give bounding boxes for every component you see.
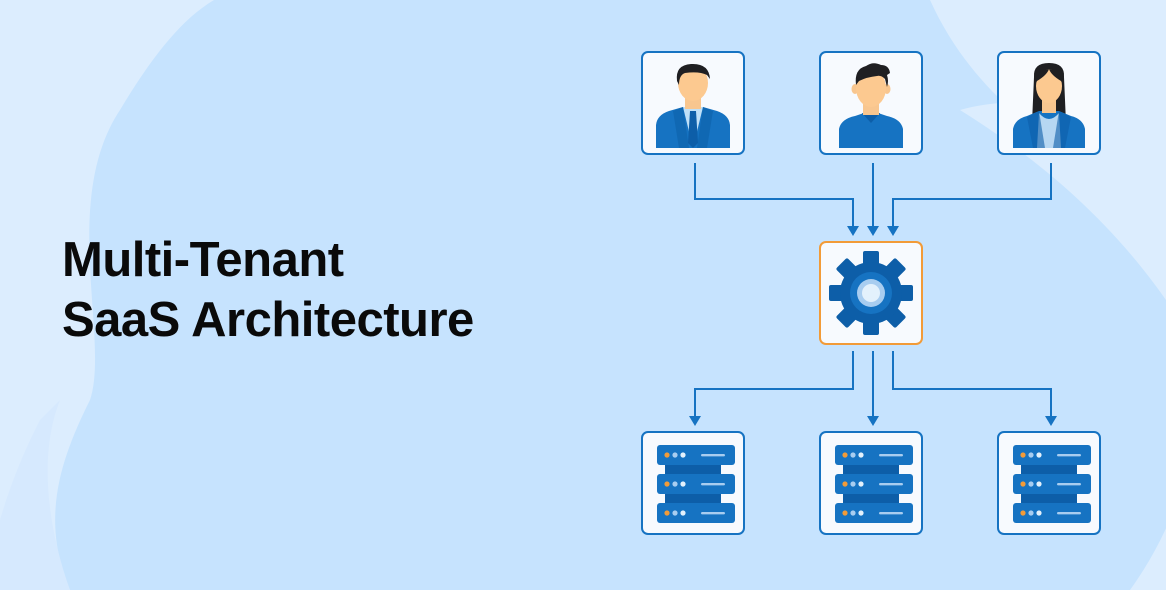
businesswoman-avatar-icon: [1013, 63, 1085, 148]
server-rack-icon: [835, 445, 913, 523]
server-rack-icon: [657, 445, 735, 523]
businessman-avatar-icon: [656, 63, 730, 148]
title-line-1: Multi-Tenant: [62, 233, 344, 287]
server-card-2: [819, 431, 923, 535]
gear-icon: [829, 251, 913, 335]
application-hub-card: [819, 241, 923, 345]
tenant-card-1: [641, 51, 745, 155]
server-card-1: [641, 431, 745, 535]
server-rack-icon: [1013, 445, 1091, 523]
man-avatar-icon: [839, 63, 903, 148]
server-card-3: [997, 431, 1101, 535]
tenant-card-2: [819, 51, 923, 155]
page-title: Multi-Tenant SaaS Architecture: [62, 230, 474, 350]
title-line-2: SaaS Architecture: [62, 293, 474, 347]
tenant-card-3: [997, 51, 1101, 155]
